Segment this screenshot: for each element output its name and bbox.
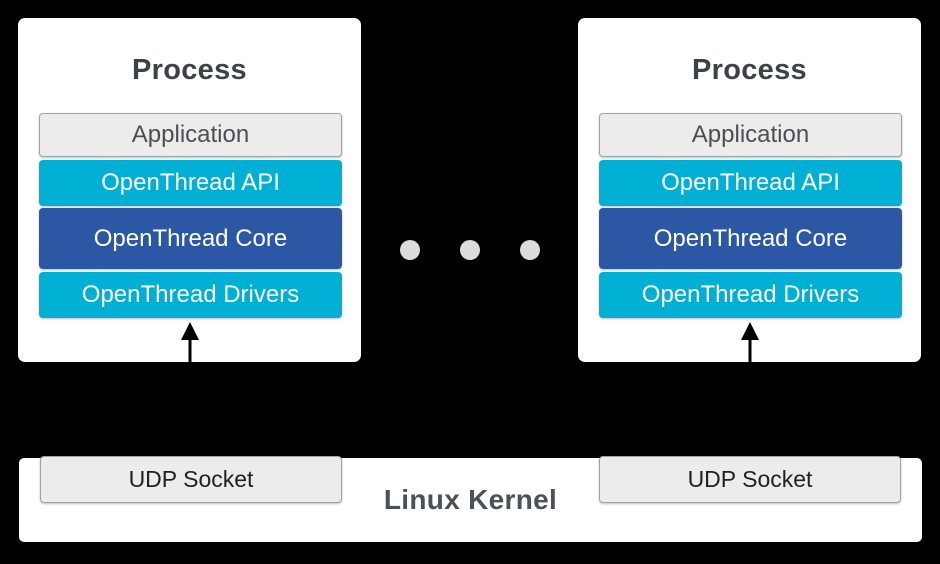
layer-application: Application: [39, 113, 342, 157]
layer-stack: Application OpenThread API OpenThread Co…: [39, 113, 342, 318]
layer-openthread-drivers: OpenThread Drivers: [39, 272, 342, 318]
layer-application: Application: [599, 113, 902, 157]
layer-openthread-drivers: OpenThread Drivers: [599, 272, 902, 318]
process-card-right: Process Application OpenThread API OpenT…: [578, 18, 921, 362]
layer-openthread-core: OpenThread Core: [599, 208, 902, 269]
kernel-label: Linux Kernel: [383, 484, 558, 515]
arrow-head: [740, 322, 759, 340]
up-arrow-icon: [740, 322, 759, 362]
ellipsis-dot: [520, 240, 540, 260]
kernel-bar: Linux Kernel UDP Socket UDP Socket: [19, 456, 922, 542]
process-title: Process: [132, 54, 247, 86]
arrow-shaft: [188, 338, 191, 362]
process-title: Process: [692, 54, 807, 86]
layer-stack: Application OpenThread API OpenThread Co…: [599, 113, 902, 318]
layer-openthread-api: OpenThread API: [599, 160, 902, 206]
arrow-head: [180, 322, 199, 340]
udp-socket-left: UDP Socket: [40, 456, 342, 503]
layer-openthread-core: OpenThread Core: [39, 208, 342, 269]
arrow-shaft: [748, 338, 751, 362]
layer-openthread-api: OpenThread API: [39, 160, 342, 206]
udp-socket-right: UDP Socket: [599, 456, 901, 503]
up-arrow-icon: [180, 322, 199, 362]
ellipsis-dot: [460, 240, 480, 260]
process-card-left: Process Application OpenThread API OpenT…: [18, 18, 361, 362]
ellipsis-dot: [400, 240, 420, 260]
